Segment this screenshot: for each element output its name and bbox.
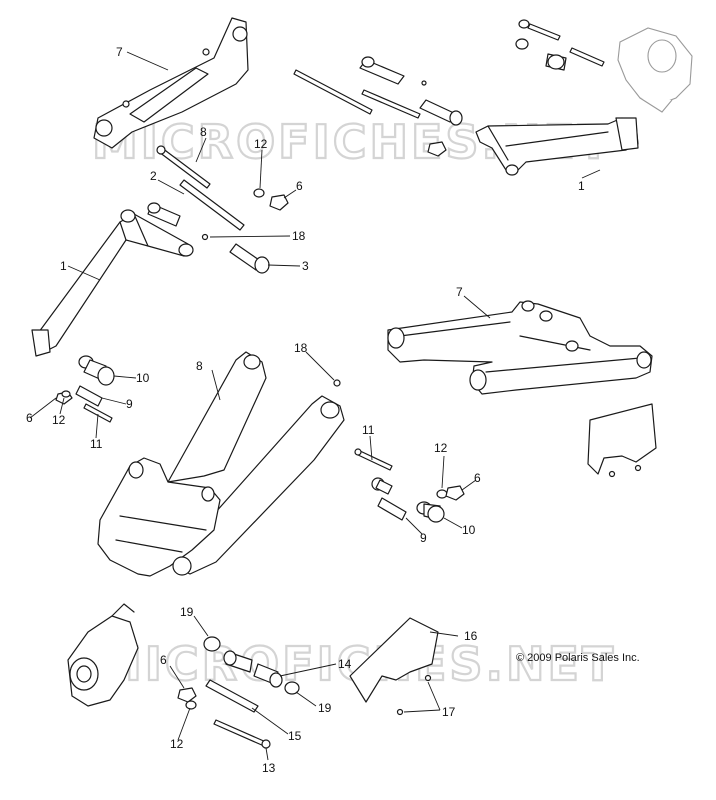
- part-1-a-arm-right: [475, 117, 639, 176]
- sleeve-top-c: [419, 99, 463, 126]
- part-2-shaft: [179, 179, 245, 231]
- part-11-pin-left: [83, 403, 113, 423]
- part-18-fitting-a: [201, 233, 209, 241]
- part-15-sleeve: [205, 679, 259, 713]
- part-4-arm-plate: [93, 17, 249, 149]
- part-13-pin: [213, 719, 271, 749]
- callout-10-left: 10: [136, 371, 150, 385]
- part-12-washer-a: [253, 188, 265, 198]
- part-6-nut-a: [269, 194, 289, 211]
- callout-6-top: 6: [296, 179, 303, 193]
- shield-right: [587, 403, 657, 478]
- callout-6-right: 6: [474, 471, 481, 485]
- callout-3: 3: [302, 259, 309, 273]
- leader-lines: [29, 51, 601, 761]
- callout-1-left: 1: [60, 259, 67, 273]
- part-12-washer-c: [436, 489, 448, 499]
- small-parts-top-right: [515, 19, 605, 71]
- part-7-rear-frame: [387, 300, 653, 395]
- callout-12-bottom: 12: [170, 737, 184, 751]
- copyright-text: © 2009 Polaris Sales Inc.: [516, 652, 640, 664]
- callout-8: 8: [196, 359, 203, 373]
- long-rod-top: [293, 69, 373, 115]
- callout-11-left: 11: [90, 437, 103, 451]
- part-6-nut-c: [445, 485, 465, 501]
- part-1-a-arm-left: [31, 209, 194, 357]
- callout-10-right: 10: [462, 523, 476, 537]
- sleeve-top-a: [359, 56, 405, 85]
- callout-9-left: 9: [126, 397, 133, 411]
- callout-13: 13: [262, 761, 276, 775]
- callout-12-left: 12: [52, 413, 66, 427]
- callout-5: 8: [200, 125, 207, 139]
- part-9-sleeve-left: [75, 385, 103, 407]
- part-10-bushing-left: [78, 355, 115, 386]
- part-12-washer-d: [185, 700, 197, 710]
- callout-4: 7: [116, 45, 123, 59]
- callout-2: 2: [150, 169, 157, 183]
- knuckle-bottom-left: [67, 603, 139, 707]
- callout-labels: 7 8 12 6 2 18 3 1 1 7 8 10 9 6 12 11 18 …: [26, 45, 585, 775]
- rod-top-b: [361, 89, 421, 119]
- part-6-nut-d: [177, 687, 197, 703]
- part-11-pin-right: [354, 448, 393, 471]
- knuckle-top-right: [617, 27, 693, 113]
- callout-19-left: 19: [180, 605, 194, 619]
- callout-12-right: 12: [434, 441, 448, 455]
- callout-12-top: 12: [254, 137, 268, 151]
- part-12-washer-b: [61, 390, 71, 398]
- part-3-sleeve: [229, 243, 270, 274]
- part-16-shield: [349, 617, 439, 703]
- callout-6-bottom: 6: [160, 653, 167, 667]
- callout-1-right: 1: [578, 179, 585, 193]
- callout-19-right: 19: [318, 701, 332, 715]
- part-18-fitting-b: [333, 379, 341, 387]
- part-8-main-frame: [97, 351, 345, 577]
- callout-9-right: 9: [420, 531, 427, 545]
- callout-18-top: 18: [292, 229, 306, 243]
- part-19-spacer-a: [203, 636, 221, 652]
- callout-18-mid: 18: [294, 341, 308, 355]
- part-10-bushing-right: [416, 501, 445, 523]
- bushing-right-a: [371, 477, 393, 495]
- callout-14: 14: [338, 657, 352, 671]
- part-17-screws: [396, 674, 432, 716]
- callout-16: 16: [464, 629, 478, 643]
- callout-6-left: 6: [26, 411, 33, 425]
- part-9-sleeve-right: [377, 497, 407, 521]
- part-5-shaft: [156, 145, 211, 189]
- fitting-top: [421, 80, 427, 86]
- callout-15: 15: [288, 729, 302, 743]
- callout-7: 7: [456, 285, 463, 299]
- nut-top: [427, 141, 447, 157]
- bushing-bottom: [223, 650, 253, 673]
- part-14-bushing: [253, 663, 283, 688]
- part-19-spacer-b: [284, 681, 300, 695]
- callout-11-right: 11: [362, 423, 375, 437]
- callout-17: 17: [442, 705, 456, 719]
- bushing-left: [147, 202, 181, 227]
